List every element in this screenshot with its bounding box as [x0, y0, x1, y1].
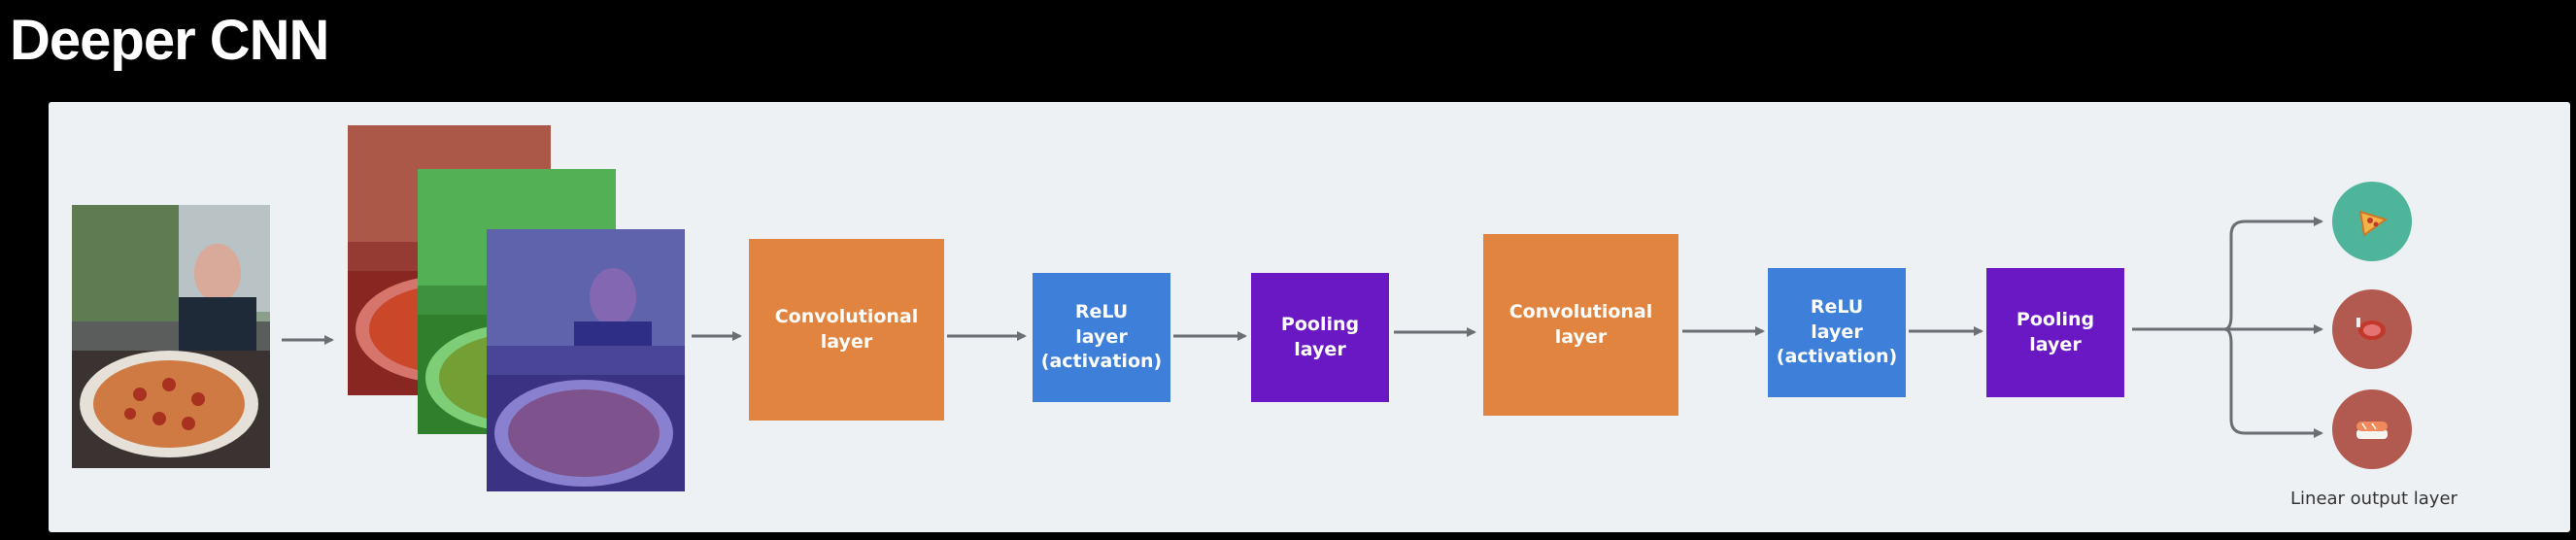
conv-layer-1: Convolutional layer [749, 239, 944, 421]
steak-icon [2356, 318, 2386, 340]
conv-layer-2: Convolutional layer [1483, 234, 1678, 416]
slide-title: Deeper CNN [10, 9, 329, 72]
pooling-layer-1-label: Pooling layer [1280, 313, 1360, 360]
pooling-layer-2-label: Pooling layer [2016, 308, 2095, 355]
input-image [72, 205, 270, 468]
conv-layer-1-label: Convolutional layer [774, 305, 919, 353]
conv-layer-2-label: Convolutional layer [1508, 300, 1653, 348]
pooling-layer-2: Pooling layer [1986, 268, 2124, 397]
relu-layer-1-label: ReLU layer (activation) [1040, 301, 1163, 373]
output-steak [2332, 289, 2412, 369]
output-pizza [2332, 182, 2412, 261]
output-layer-caption: Linear output layer [2290, 489, 2457, 509]
pooling-layer-1: Pooling layer [1251, 273, 1389, 402]
output-sushi [2332, 389, 2412, 469]
relu-layer-2-label: ReLU layer (activation) [1776, 296, 1898, 368]
channel-image-blue [487, 229, 685, 491]
pizza-icon [2358, 210, 2389, 237]
sushi-icon [2356, 422, 2388, 439]
relu-layer-2: ReLU layer (activation) [1768, 268, 1906, 397]
relu-layer-1: ReLU layer (activation) [1033, 273, 1170, 402]
